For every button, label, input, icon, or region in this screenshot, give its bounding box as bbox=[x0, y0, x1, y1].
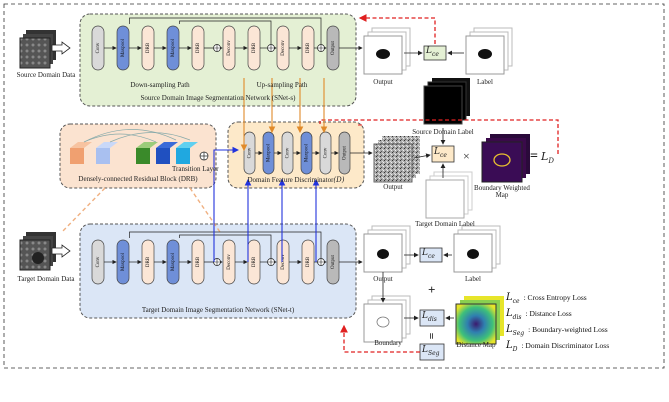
distance-map-label: Distance Map bbox=[456, 341, 496, 349]
snet-s-drb-block-label: DRB bbox=[306, 42, 311, 53]
snet-t-drb-block-label: DRB bbox=[252, 256, 257, 267]
target-output-label: Output bbox=[373, 275, 393, 283]
lce-disc: Lce bbox=[434, 147, 447, 159]
source-label-stack bbox=[465, 27, 513, 75]
source-output-stack bbox=[363, 27, 411, 75]
drb-title: Densely-connected Residual Block (DRB) bbox=[78, 175, 198, 183]
target-mri-stack bbox=[19, 232, 56, 271]
lseg-symbol: LSeg bbox=[422, 345, 440, 357]
snet-s-drb-block-label: DRB bbox=[252, 42, 257, 53]
legend-item: LSeg: Boundary-weighted Loss bbox=[506, 324, 608, 337]
snet-t-drb-block-label: DRB bbox=[196, 256, 201, 267]
equals-symbol: = bbox=[530, 149, 538, 164]
feature-links bbox=[213, 78, 328, 262]
snet-s-maxpool-block-label: Maxpool bbox=[171, 38, 176, 57]
target-label-stack bbox=[453, 225, 501, 273]
ldis-symbol: Ldis bbox=[422, 311, 437, 323]
equals-vertical-symbol: = bbox=[424, 332, 439, 340]
snet-t-drb-block-label: DRB bbox=[306, 256, 311, 267]
distance-map-stack bbox=[455, 296, 504, 345]
snet-t-maxpool-block-label: Maxpool bbox=[171, 252, 176, 271]
upsampling-label: Up-sampling Path bbox=[256, 81, 308, 89]
lce-box-source bbox=[423, 45, 447, 61]
lce-box-target bbox=[419, 247, 443, 263]
target-output-stack bbox=[363, 225, 411, 273]
lce-source: Lce bbox=[426, 46, 439, 58]
snet-s-deconv-block-label: Deconv bbox=[227, 40, 232, 56]
legend-item: LD: Domain Discriminator Loss bbox=[506, 340, 610, 353]
snet-s-maxpool-block-label: Maxpool bbox=[121, 38, 126, 57]
downsampling-label: Down-sampling Path bbox=[130, 81, 190, 89]
boundary-stack bbox=[363, 295, 411, 343]
snet-t-deconv-block-label: Deconv bbox=[281, 254, 286, 270]
source-label-label: Label bbox=[477, 78, 493, 86]
disc-conv-block-label: Conv bbox=[286, 147, 291, 158]
snet-t-deconv-block-label: Deconv bbox=[227, 254, 232, 270]
source-domain-label-stack bbox=[423, 78, 470, 125]
boundary-weighted-map-stack bbox=[481, 134, 530, 183]
snet-t-drb-block-label: DRB bbox=[146, 256, 151, 267]
target-domain-data-label: Target Domain Data bbox=[17, 275, 75, 283]
target-domain-label-text: Target Domain Label bbox=[415, 220, 475, 228]
snet-s-blocks: Conv Maxpool DRB Maxpool DRB Deconv DRB Deconv D… bbox=[91, 17, 363, 71]
drb-cubes bbox=[70, 129, 209, 164]
source-domain-data-label: Source Domain Data bbox=[16, 71, 76, 79]
snet-t-conv-block-label: Conv bbox=[96, 256, 101, 267]
snet-s-drb-block-label: DRB bbox=[146, 42, 151, 53]
disc-conv-block-label: Conv bbox=[248, 147, 253, 158]
snet-t-blocks: Conv Maxpool DRB Maxpool DRB Deconv DRB Deconv D… bbox=[91, 231, 363, 285]
snet-t-maxpool-block-label: Maxpool bbox=[121, 252, 126, 271]
snet-t-output-block-label: Output bbox=[331, 254, 336, 269]
transition-layer-label: Transition Layer bbox=[172, 165, 219, 173]
discriminator-blocks: Conv Maxpool Conv Maxpool Conv Output bbox=[243, 131, 373, 175]
snet-t-title: Target Domain Image Segmentation Network… bbox=[141, 306, 295, 314]
snet-s-deconv-block-label: Deconv bbox=[281, 40, 286, 56]
disc-maxpool-block-label: Maxpool bbox=[305, 143, 310, 162]
legend-item: Ldis: Distance Loss bbox=[506, 308, 572, 321]
legend-item: Lce: Cross Entropy Loss bbox=[506, 292, 587, 305]
disc-conv-block-label: Conv bbox=[324, 147, 329, 158]
snet-s-output-block-label: Output bbox=[331, 40, 336, 55]
snet-s-title: Source Domain Image Segmentation Network… bbox=[140, 94, 296, 102]
disc-maxpool-block-label: Maxpool bbox=[267, 143, 272, 162]
ldis-box bbox=[419, 309, 445, 327]
source-domain-label-text: Source Domain Label bbox=[412, 128, 474, 136]
target-label-label: Label bbox=[465, 275, 481, 283]
target-domain-label-stack bbox=[425, 171, 473, 219]
source-mri-stack bbox=[19, 30, 56, 69]
lce-target: Lce bbox=[422, 248, 435, 260]
disc-output-label: Output bbox=[383, 183, 403, 191]
snet-s-conv-block-label: Conv bbox=[96, 42, 101, 53]
ld-symbol: LD bbox=[541, 150, 554, 166]
bwm-label: Boundary Weighted Map bbox=[474, 184, 530, 199]
plus-symbol: + bbox=[428, 282, 436, 297]
disc-output-stack bbox=[373, 136, 420, 183]
snet-s-drb-block-label: DRB bbox=[196, 42, 201, 53]
outer-frame bbox=[3, 3, 665, 369]
times-symbol: × bbox=[463, 149, 470, 163]
source-output-label: Output bbox=[373, 78, 393, 86]
lce-box-disc bbox=[431, 145, 455, 163]
disc-output-block-label: Output bbox=[343, 145, 348, 160]
boundary-label: Boundary bbox=[374, 339, 402, 347]
disc-title: Domain Feature Discriminator(D) bbox=[247, 176, 345, 184]
